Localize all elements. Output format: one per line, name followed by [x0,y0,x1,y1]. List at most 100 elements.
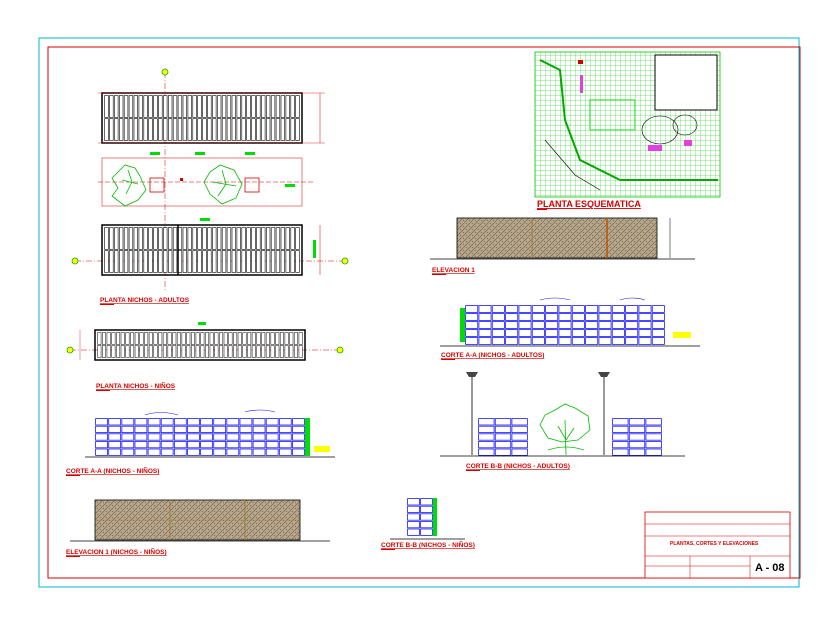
section-grid-cell [147,440,161,449]
niche-cell [221,227,227,250]
section-grid-cell [239,425,253,434]
section-grid-cell [628,425,646,434]
niche-cell [158,332,163,345]
niche-cell [102,345,107,358]
section-grid-cell [494,448,512,456]
niche-cell [289,345,294,358]
niche-cell [261,95,266,118]
section-grid-cell [213,425,227,434]
section-grid-cell [160,448,174,456]
niche-cell [172,345,177,358]
section-grid-cell [108,433,122,441]
niche-cell [197,95,202,118]
site-plan-drawing [534,51,721,198]
section-grid-cell [134,433,148,441]
section-grid-cell [278,433,292,441]
niche-cell [200,345,205,358]
niche-cell [104,118,109,141]
section-grid-cell [265,418,279,426]
niche-cell [119,118,124,141]
niche-cell [290,118,295,141]
section-grid-cell [226,418,240,426]
section-grid-cell [491,321,505,329]
section-grid-cell [478,313,492,321]
niche-cell [134,345,139,358]
section-grid-cell [478,448,495,456]
section-grid-cell [628,433,646,441]
label-corte-aa-ninos: CORTE A-A (NICHOS - NIÑOS) [66,466,159,475]
section-grid-cell [187,440,200,449]
niche-cell [205,332,210,345]
label-elevacion-1-ninos: ELEVACION 1 (NICHOS - NIÑOS) [66,547,167,556]
niche-cell [192,227,197,250]
niche-cell [212,118,217,141]
niche-cell [148,250,153,273]
niche-cell [125,345,130,358]
niche-cell [192,118,197,141]
niche-cell [200,332,205,345]
niche-cell [109,250,114,273]
section-grid-cell [628,448,646,456]
niche-cell [251,227,256,250]
niche-cell [148,345,153,358]
niche-cell [228,332,233,345]
niche-cell [130,332,135,345]
niche-cell [270,250,276,273]
section-grid-cell [292,425,305,434]
inner-frame [47,46,801,579]
label-planta-ninos: PLANTA NICHOS - NIÑOS [96,381,176,390]
niche-cell [241,250,246,273]
niche-cell [242,332,247,345]
section-grid-cell [531,305,545,313]
section-grid-cell [213,448,227,456]
niche-cell [290,227,295,250]
section-grid-cell [200,448,213,456]
niche-cell [187,250,192,273]
niche-cell [128,250,134,273]
niche-cell [251,250,256,273]
section-bb-adults-drawing [440,372,685,457]
section-grid-cell [108,440,122,449]
section-grid-cell [571,321,585,329]
section-grid-cell [95,418,108,426]
niche-cell [226,118,232,141]
section-grid-cell [611,313,625,321]
niche-cell [256,345,261,358]
niche-cell [231,250,237,273]
section-grid-cell [571,305,585,313]
section-grid-cell [200,433,213,441]
section-grid-cell [511,448,528,456]
niche-cell [256,332,261,345]
niche-cell [182,95,188,118]
niche-cell [212,227,217,250]
section-aa-adults-drawing [440,297,700,347]
elevation-1-adults-drawing [430,217,695,260]
niche-cell [205,345,210,358]
niche-cell [202,250,207,273]
niche-cell [176,345,181,358]
section-grid-cell [465,329,479,337]
section-grid-cell [478,305,492,313]
niche-cell [158,345,163,358]
niche-cell [123,118,129,141]
niche-cell [256,118,261,141]
section-grid-cell [531,329,545,337]
niche-cell [192,95,197,118]
niche-cell [143,250,148,273]
niche-cell [298,332,303,345]
section-grid-cell [598,321,612,329]
niche-cell [241,118,246,141]
niche-cell [219,345,224,358]
section-grid-cell [160,425,174,434]
section-grid-cell [545,313,559,321]
section-grid-cell [531,321,545,329]
section-grid-cell [173,433,187,441]
section-grid-cell [491,313,505,321]
niche-cell [280,118,286,141]
niche-cell [102,332,107,345]
section-grid-cell [420,528,433,536]
section-grid-cell [585,337,599,345]
section-grid-cell [478,425,495,434]
niche-cell [97,345,102,358]
